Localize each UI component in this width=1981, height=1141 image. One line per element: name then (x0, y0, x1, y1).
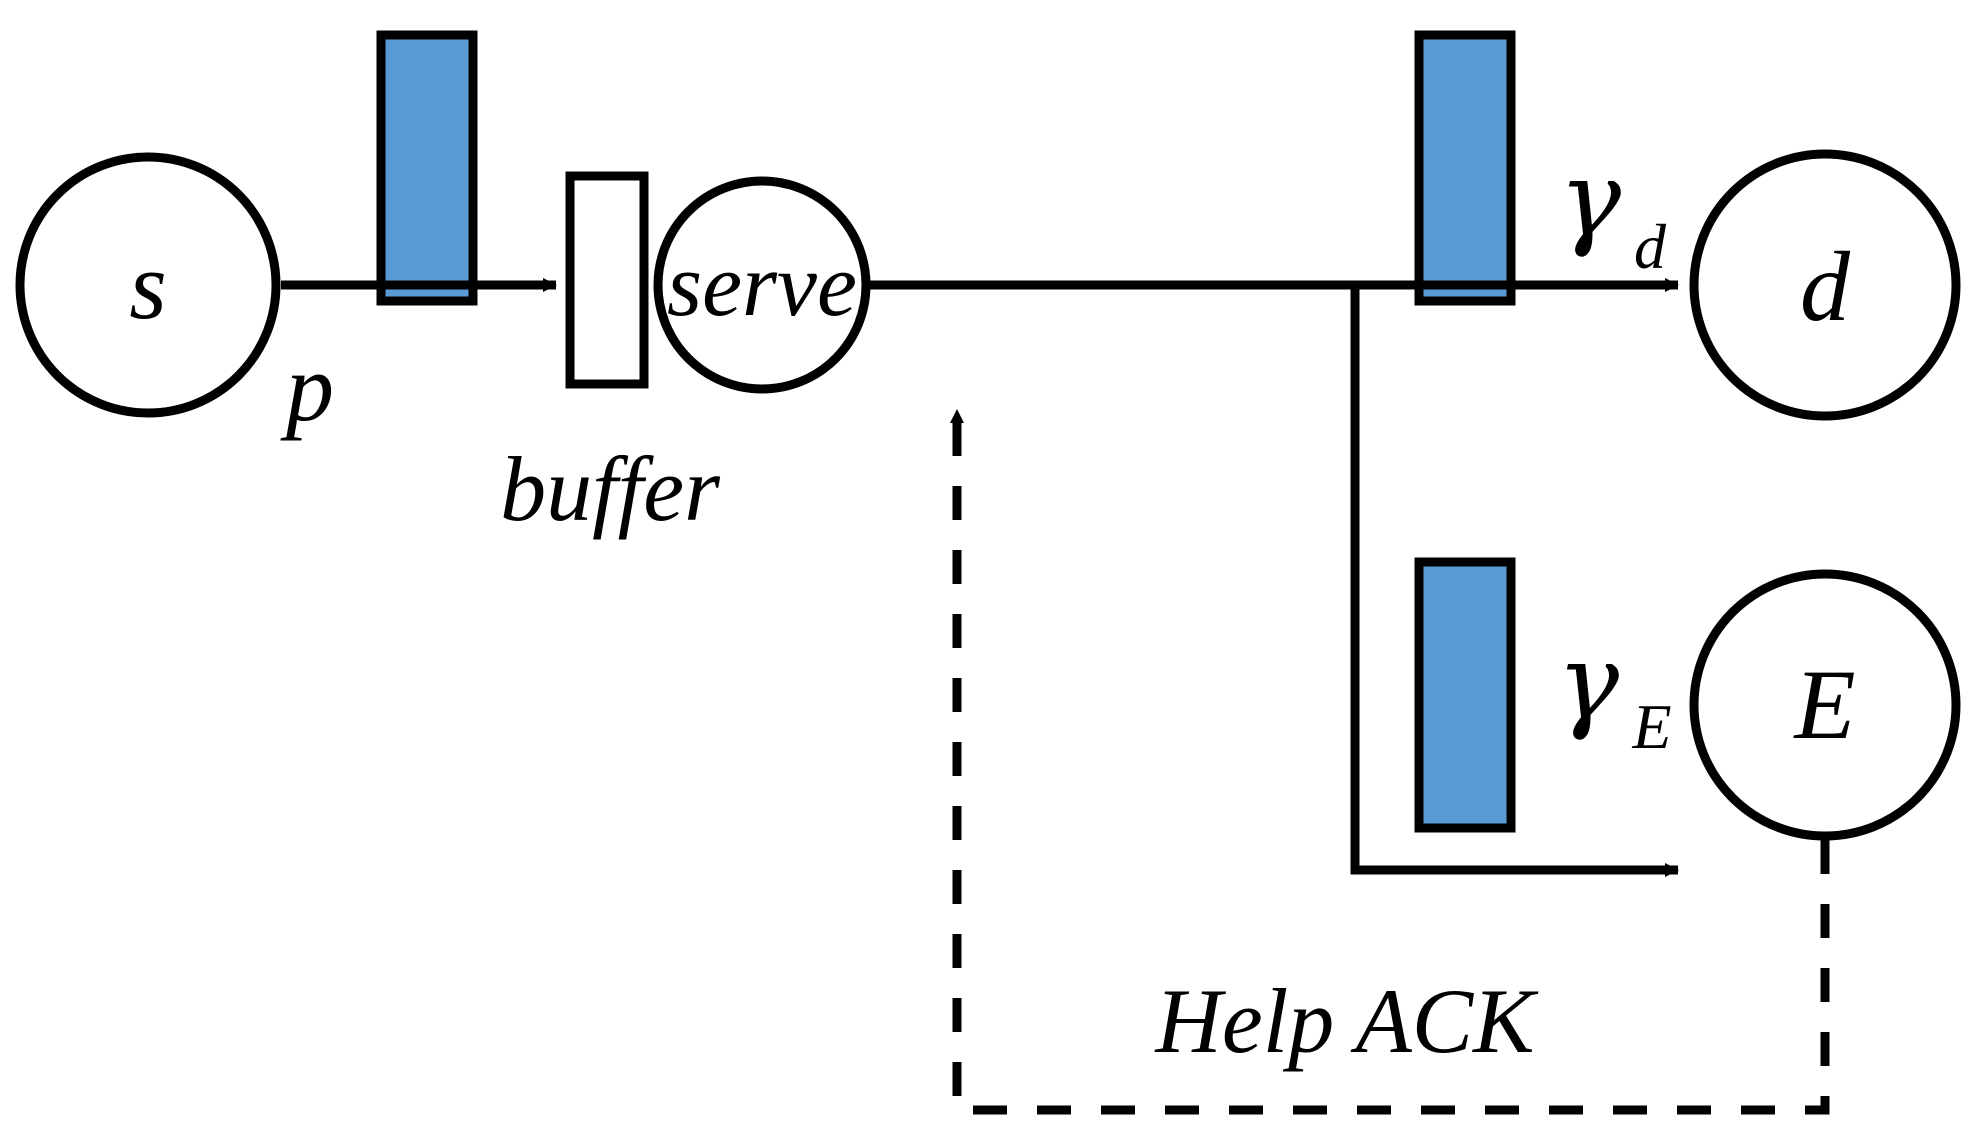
rate-bar-p (376, 30, 478, 306)
node-d-circle[interactable] (1689, 149, 1961, 421)
node-group (15, 149, 1961, 841)
edge-help-ack-dashed (950, 409, 1830, 1115)
rate-bar-gamma-e (1414, 557, 1516, 833)
node-d-label: d (1800, 231, 1851, 342)
edge-label-gamma-e-subscript: E (1631, 691, 1671, 762)
edge-label-p: p (280, 334, 334, 441)
rate-bar-gamma-d (1414, 30, 1516, 306)
edge-group: buffer --> junction --> d --> (281, 278, 1830, 1115)
node-serve-label: serve (667, 236, 857, 335)
edge-label-gamma-d-subscript: d (1634, 211, 1667, 282)
edge-junction-to-E (1350, 285, 1679, 877)
node-e-label: E (1792, 649, 1855, 760)
node-s-label: s (129, 232, 166, 339)
rate-bar-group (376, 30, 1516, 833)
node-s-circle[interactable] (15, 152, 281, 418)
edge-label-gamma-d-symbol: γ (1559, 138, 1622, 260)
buffer-rect[interactable] (565, 171, 649, 389)
edge-label-help-ack: Help ACK (1154, 970, 1539, 1072)
node-e-circle[interactable] (1689, 569, 1961, 841)
node-serve-circle[interactable] (653, 176, 871, 394)
edge-label-gamma-e-symbol: γ (1557, 621, 1620, 743)
buffer-label: buffer (500, 438, 721, 540)
label-group: s serve d E p buffer γ d γ E Help ACK (129, 138, 1855, 1072)
